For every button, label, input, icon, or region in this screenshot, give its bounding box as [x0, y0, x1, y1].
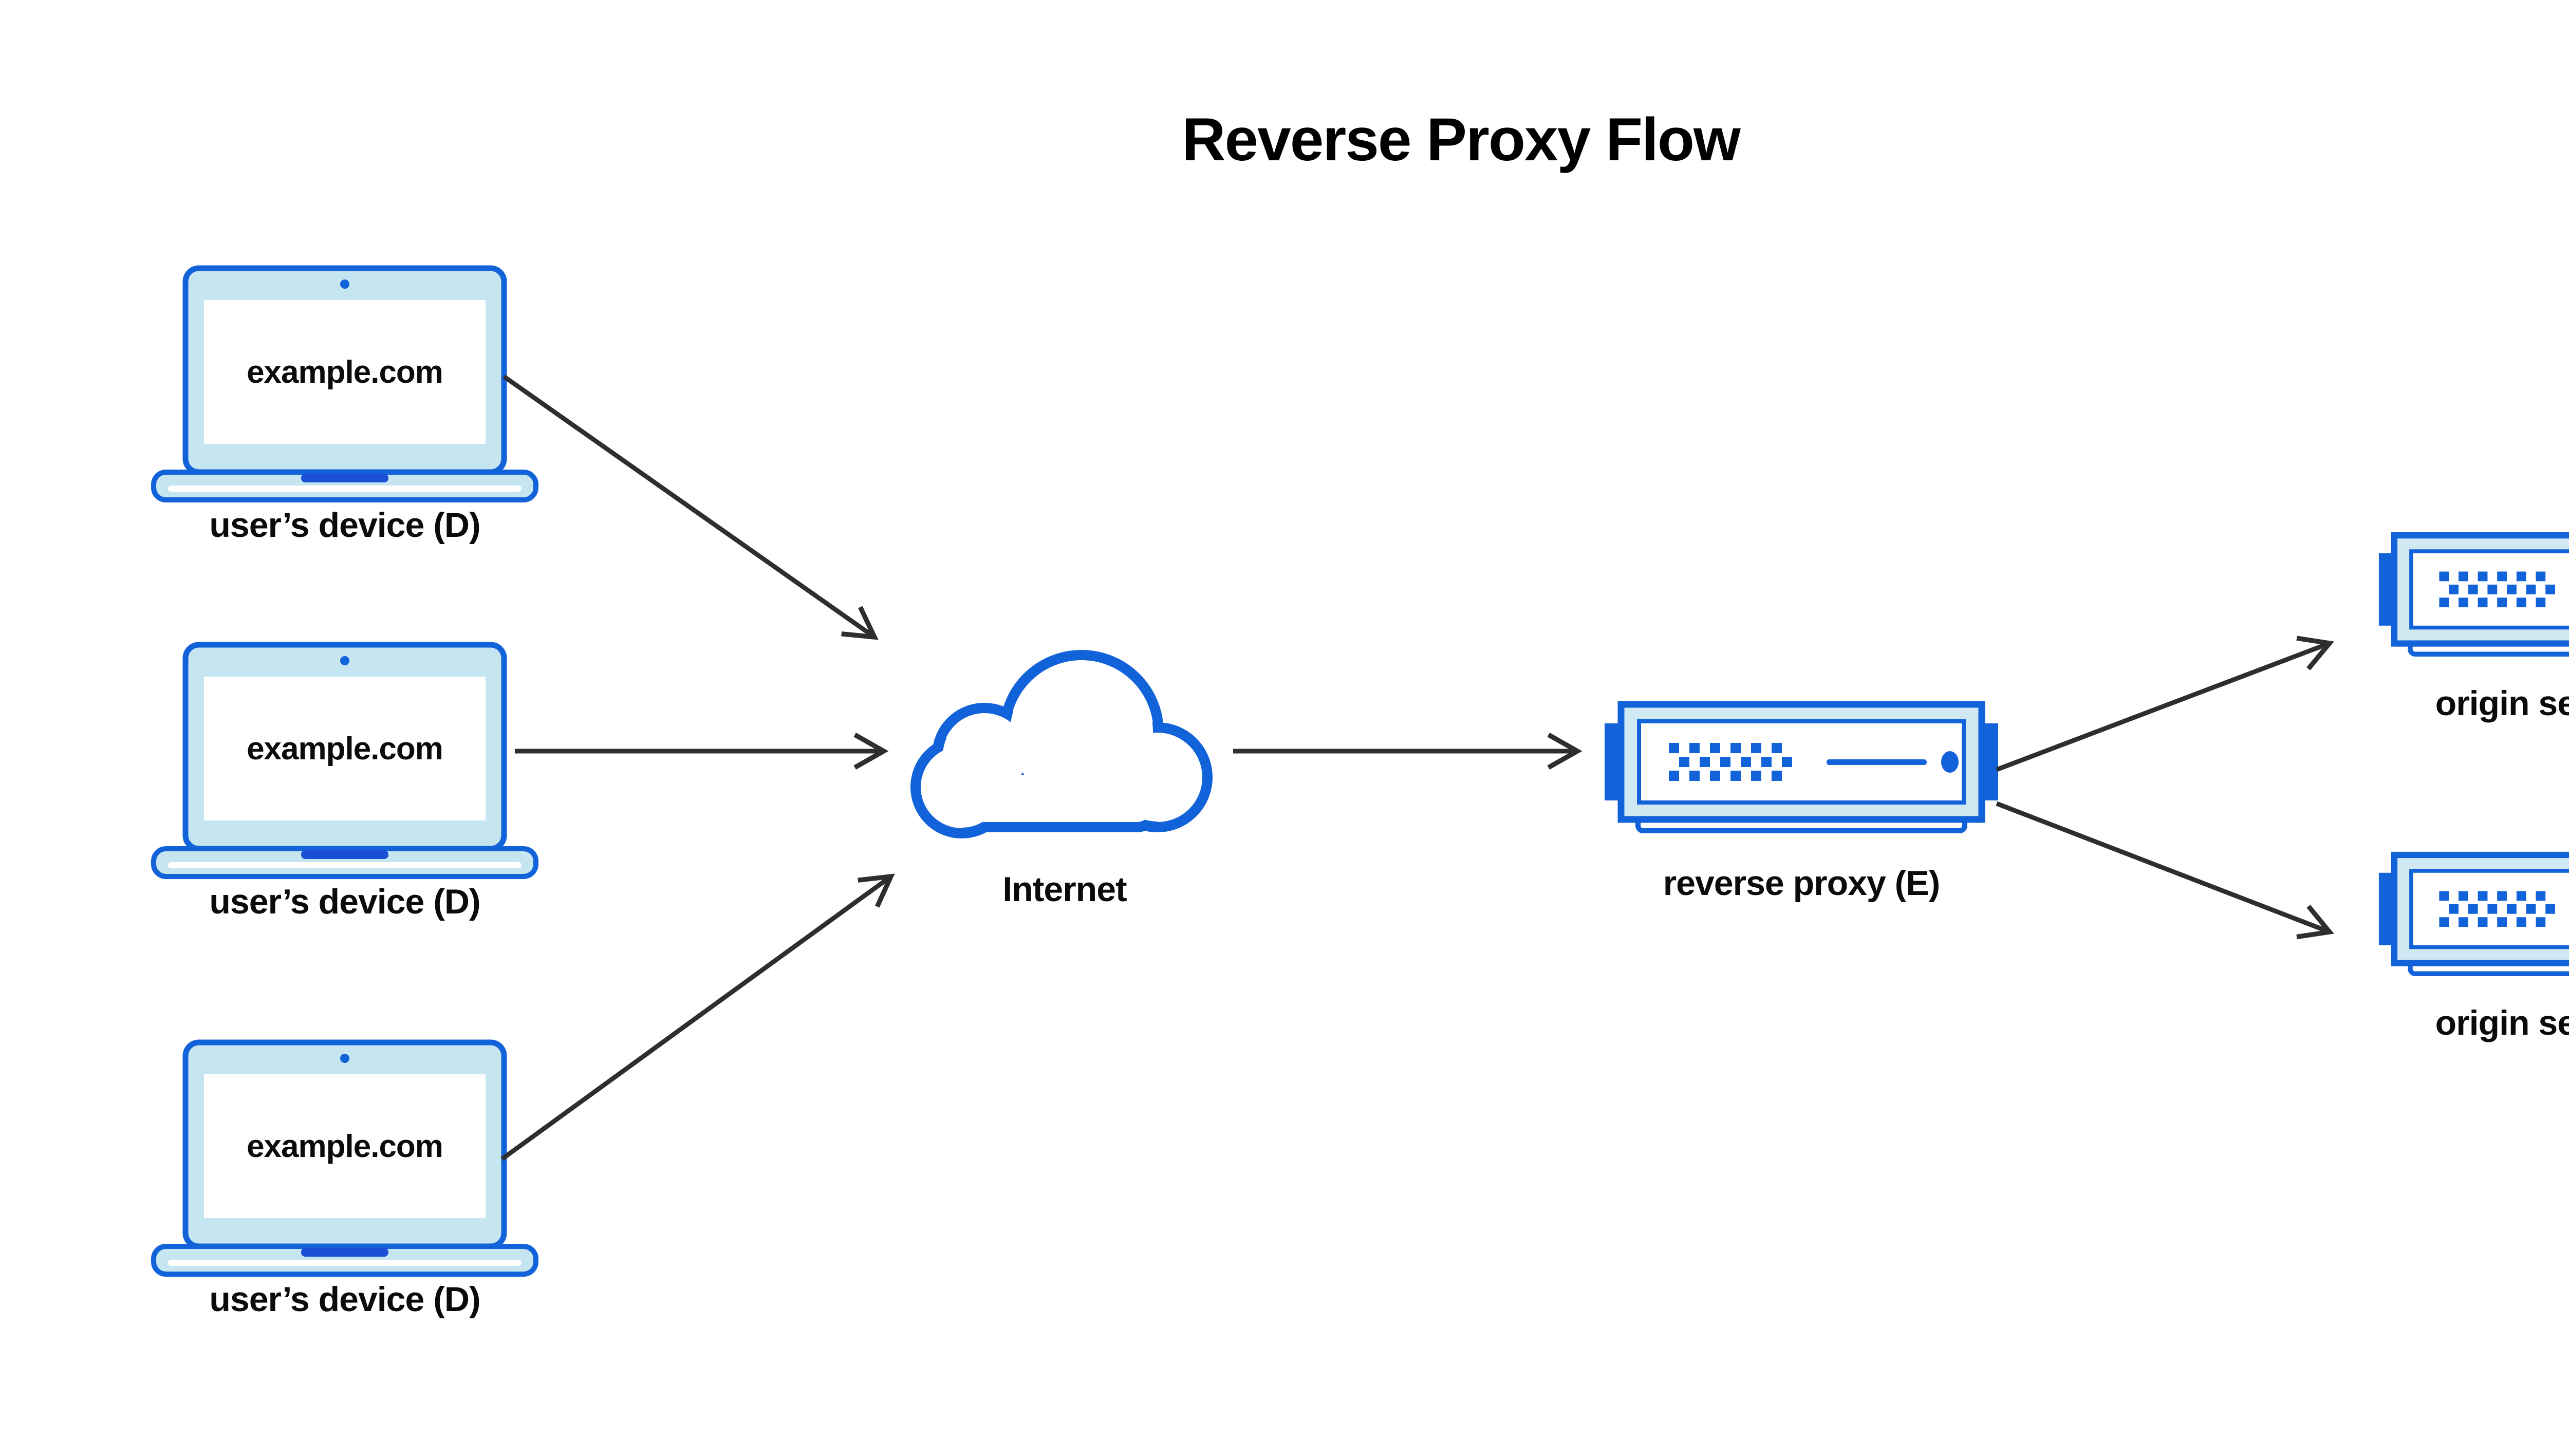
user-device-2-node: example.com user’s device (D) [154, 645, 536, 921]
origin-server-1-label: origin server (F) [2435, 684, 2569, 723]
arrow-device1-to-internet [502, 375, 879, 640]
device-2-label: user’s device (D) [209, 882, 480, 921]
device-3-label: user’s device (D) [209, 1280, 480, 1319]
device-3-screen-text: example.com [247, 1129, 443, 1164]
arrow-proxy-to-origin1 [1996, 636, 2334, 772]
server-icon [2379, 855, 2569, 974]
server-icon [2379, 535, 2569, 654]
arrow-device3-to-internet [500, 873, 895, 1161]
device-1-screen-text: example.com [247, 354, 443, 390]
reverse-proxy-node: reverse proxy (E) [1605, 704, 1998, 903]
user-device-3-node: example.com user’s device (D) [154, 1042, 536, 1319]
cloud-icon [916, 655, 1207, 833]
reverse-proxy-label: reverse proxy (E) [1663, 864, 1940, 903]
device-2-screen-text: example.com [247, 731, 443, 767]
origin-server-2-node: origin server (F) [2379, 855, 2569, 1042]
internet-node: Internet [916, 655, 1207, 909]
user-device-1-node: example.com user’s device (D) [154, 268, 536, 545]
arrow-proxy-to-origin2 [1996, 801, 2334, 940]
origin-server-2-label: origin server (F) [2435, 1003, 2569, 1042]
origin-server-1-node: origin server (F) [2379, 535, 2569, 723]
server-icon [1605, 704, 1998, 831]
flow-arrows [500, 375, 2334, 1161]
device-1-label: user’s device (D) [209, 506, 480, 545]
internet-label: Internet [1002, 870, 1127, 909]
page-title: Reverse Proxy Flow [1182, 106, 1741, 174]
